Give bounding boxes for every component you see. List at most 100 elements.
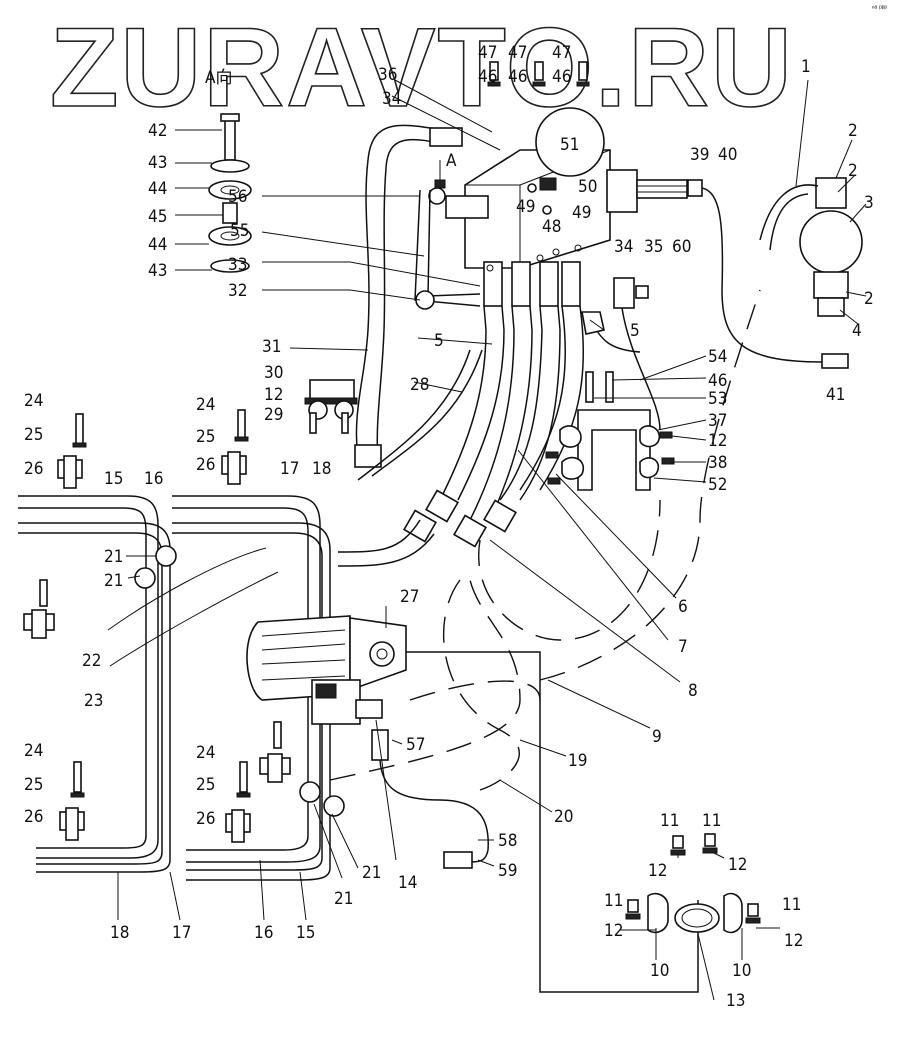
callout-17: 17: [172, 923, 191, 943]
nut-4: [817, 297, 845, 317]
callout-56: 56: [228, 187, 247, 207]
elbow-21-b: [134, 567, 156, 589]
callout-12: 12: [648, 861, 667, 881]
hose-40: [701, 187, 823, 363]
callout-10: 10: [732, 961, 751, 981]
fitting-39: [687, 179, 703, 197]
callout-43: 43: [148, 261, 167, 281]
clamp-sets-24-26: [23, 409, 291, 843]
callout-22: 22: [82, 651, 101, 671]
callout-44: 44: [148, 235, 167, 255]
callout-9: 9: [652, 727, 662, 747]
fitting-35: [613, 277, 635, 309]
line-13-loop: [406, 651, 699, 993]
elbow-21-d: [323, 795, 345, 817]
fitting-41: [821, 353, 849, 369]
fitting-59: [443, 851, 473, 869]
watermark: ZURAVTO.RU: [50, 5, 794, 130]
hydraulic-pump-27: [246, 615, 407, 761]
callout-43: 43: [148, 153, 167, 173]
washer-43-top: [210, 159, 250, 173]
callout-26: 26: [196, 809, 215, 829]
callout-25: 25: [24, 425, 43, 445]
rubber-pad-44-bottom: [208, 226, 252, 246]
line-58: [379, 759, 489, 863]
bracket-assembly: [545, 371, 675, 491]
clamp-30: [304, 379, 358, 434]
corner-note: ⁿᵃ ᵖᵖᵖ: [872, 5, 887, 12]
callout-21: 21: [104, 571, 123, 591]
control-valve-block: [428, 107, 688, 307]
callout-49: 49: [572, 203, 591, 223]
callout-21: 21: [104, 547, 123, 567]
callout-18: 18: [312, 459, 331, 479]
callout-36: 36: [378, 65, 397, 85]
callout-24: 24: [24, 391, 43, 411]
callout-47: 47: [478, 43, 497, 63]
callout-38: 38: [708, 453, 727, 473]
callout-11: 11: [782, 895, 801, 915]
callout-58: 58: [498, 831, 517, 851]
fitting-36: [429, 127, 463, 147]
callout-2: 2: [848, 161, 858, 181]
callout-35: 35: [644, 237, 663, 257]
callout-18: 18: [110, 923, 129, 943]
callout-59: 59: [498, 861, 517, 881]
mount-stack-a-view: A向: [175, 68, 252, 273]
callout-51: 51: [560, 135, 579, 155]
callout-26: 26: [24, 459, 43, 479]
callout-60: 60: [672, 237, 691, 257]
callout-12: 12: [264, 385, 283, 405]
dashed-line-20: [329, 579, 521, 781]
callout-27: 27: [400, 587, 419, 607]
callout-24: 24: [196, 395, 215, 415]
callout-12: 12: [708, 431, 727, 451]
callout-44: 44: [148, 179, 167, 199]
callout-3: 3: [864, 193, 874, 213]
callout-7: 7: [678, 637, 688, 657]
callout-34: 34: [614, 237, 633, 257]
callout-12: 12: [604, 921, 623, 941]
callout-46: 46: [478, 67, 497, 87]
callout-37: 37: [708, 411, 727, 431]
callout-16: 16: [254, 923, 273, 943]
callout-23: 23: [84, 691, 103, 711]
callout-52: 52: [708, 475, 727, 495]
callout-55: 55: [230, 221, 249, 241]
callout-12: 12: [784, 931, 803, 951]
callout-41: 41: [826, 385, 845, 405]
line-55: [414, 189, 481, 307]
elbow-21-c: [299, 781, 321, 803]
hose-31-outer: [355, 124, 453, 461]
callout-39: 39: [690, 145, 709, 165]
callout-24: 24: [24, 741, 43, 761]
washer-43-bottom: [210, 259, 250, 273]
callout-17: 17: [280, 459, 299, 479]
callout-26: 26: [196, 455, 215, 475]
callout-34: 34: [382, 89, 401, 109]
callout-6: 6: [678, 597, 688, 617]
dashed-line-19: [409, 680, 541, 701]
callout-13: 13: [726, 991, 745, 1011]
callout-10: 10: [650, 961, 669, 981]
callout-labels: 1 2 2 2 3 4 5 5 6 7 8 9 10 10 11 11 11 1…: [24, 43, 874, 1011]
callout-4: 4: [852, 321, 862, 341]
callout-1: 1: [801, 57, 811, 77]
half-flange-10-left: [647, 892, 669, 934]
half-flange-10-right: [723, 892, 743, 934]
supply-hoses-6-9: [403, 305, 585, 548]
callout-46: 46: [552, 67, 571, 87]
callout-12: 12: [728, 855, 747, 875]
callout-50: 50: [578, 177, 597, 197]
callout-2: 2: [864, 289, 874, 309]
bolt-42: [224, 117, 236, 161]
callout-46: 46: [708, 371, 727, 391]
callout-26: 26: [24, 807, 43, 827]
callout-40: 40: [718, 145, 737, 165]
callout-16: 16: [144, 469, 163, 489]
callout-33: 33: [228, 255, 247, 275]
callout-20: 20: [554, 807, 573, 827]
hose-31-inner: [376, 138, 453, 463]
callout-14: 14: [398, 873, 417, 893]
